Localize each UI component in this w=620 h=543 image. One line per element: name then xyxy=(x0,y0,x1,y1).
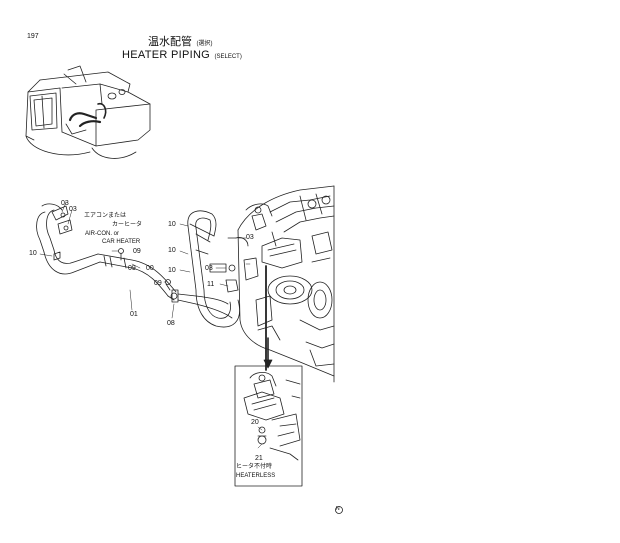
footer-circle-mark xyxy=(335,506,343,514)
callout-10-mid: 10 xyxy=(168,247,176,254)
callout-03-engine: 03 xyxy=(246,234,254,241)
leader-lines xyxy=(39,201,263,449)
title-en-text: HEATER PIPING xyxy=(122,49,211,61)
title-japanese: 温水配管 (選択) xyxy=(148,33,212,49)
heaterless-inset xyxy=(234,365,303,487)
title-jp-text: 温水配管 xyxy=(148,36,192,48)
title-english: HEATER PIPING (SELECT) xyxy=(122,46,242,62)
label-aircon-en: AIR-CON. or xyxy=(85,231,120,237)
label-aircon-jp: エアコンまたは xyxy=(84,213,127,219)
label-heaterless-en: HEATERLESS xyxy=(236,473,276,479)
machine-overview-sketch xyxy=(25,65,151,159)
label-carheater-jp: カーヒータ xyxy=(112,222,143,228)
callout-10-mid-low: 10 xyxy=(168,267,176,274)
callout-11: 11 xyxy=(207,281,215,288)
callout-01: 01 xyxy=(130,311,138,318)
callout-09-upper: 09 xyxy=(133,248,141,255)
callout-03-second: 03 xyxy=(69,206,77,213)
label-heaterless-jp: ヒータ不付時 xyxy=(236,464,273,470)
callout-21: 21 xyxy=(255,455,263,462)
title-en-note: (SELECT) xyxy=(214,54,242,60)
callout-03-fitting: 03 xyxy=(205,265,213,272)
title-jp-note: (選択) xyxy=(196,41,213,47)
callout-03-top: 03 xyxy=(61,200,69,207)
detail-arrow xyxy=(263,337,273,369)
engine-block xyxy=(237,185,335,383)
middle-hose xyxy=(165,210,249,328)
callout-10-left: 10 xyxy=(29,250,37,257)
callout-10-mid-top: 10 xyxy=(168,221,176,228)
callout-20: 20 xyxy=(251,419,259,426)
label-carheater-en: CAR HEATER xyxy=(102,239,141,245)
footer-mark: N xyxy=(336,506,340,512)
callout-09-mid: 09 xyxy=(154,280,162,287)
page-number: 197 xyxy=(27,33,39,40)
callout-08: 08 xyxy=(167,320,175,327)
callout-00: 00 xyxy=(146,265,154,272)
callout-09-lower: 09 xyxy=(128,265,136,272)
